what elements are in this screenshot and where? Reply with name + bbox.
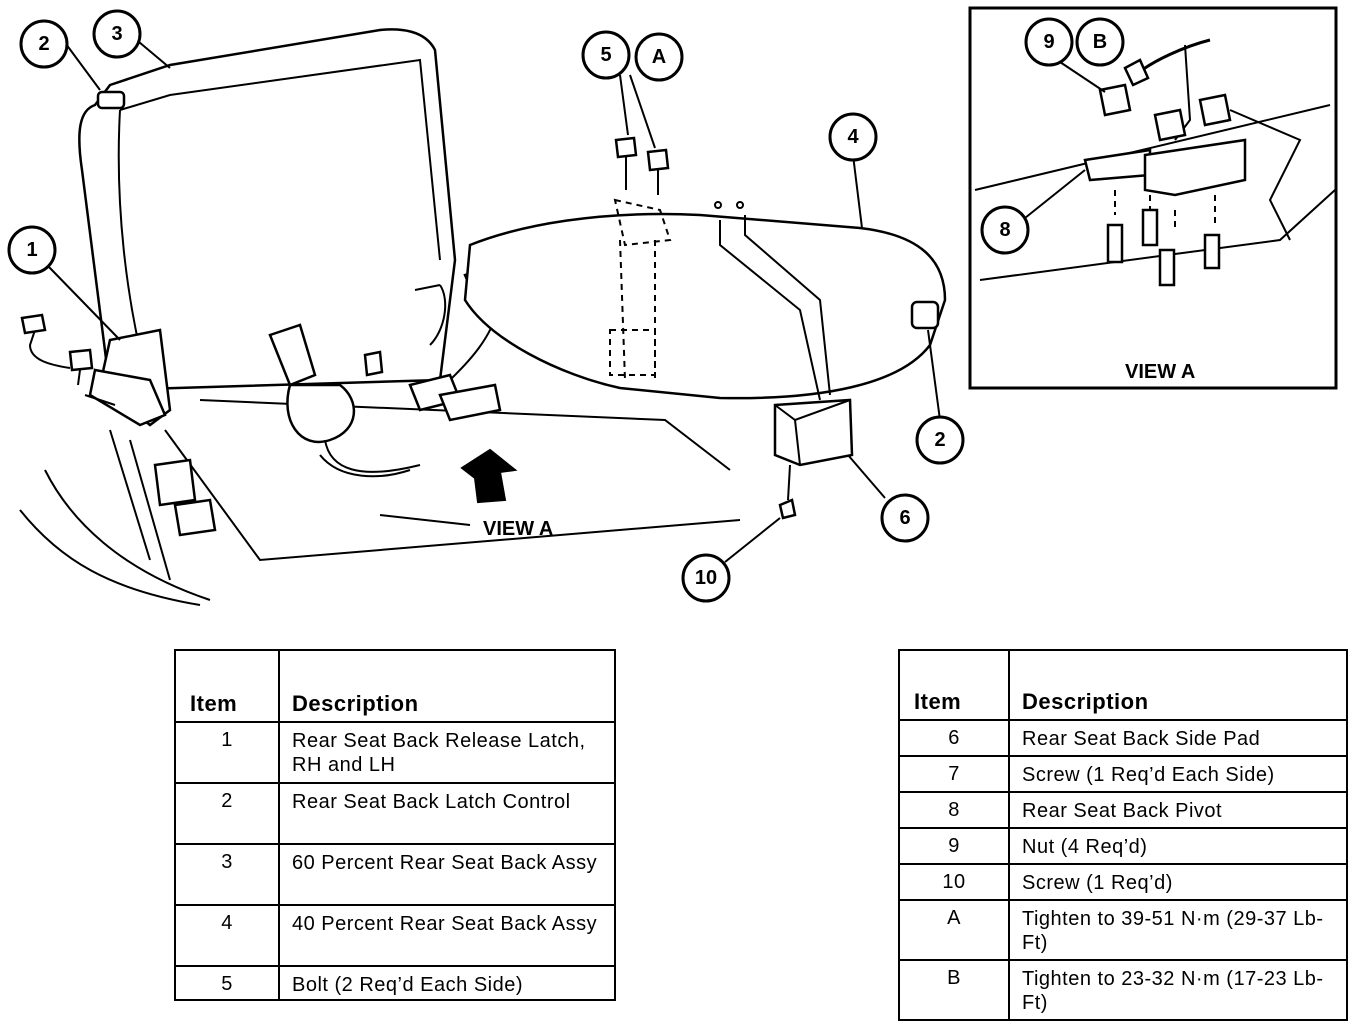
svg-text:5: 5 <box>600 44 611 66</box>
inset-view-a <box>968 6 1338 390</box>
row-item: 8 <box>898 791 1010 829</box>
row-description: Tighten to 39-51 N·m (29-37 Lb-Ft) <box>1008 899 1348 961</box>
table-row: 6 Rear Seat Back Side Pad <box>898 719 1348 757</box>
callout-10: 10 <box>681 553 731 603</box>
row-item: 6 <box>898 719 1010 757</box>
table-row: A Tighten to 39-51 N·m (29-37 Lb-Ft) <box>898 899 1348 961</box>
row-item: 5 <box>174 965 280 1001</box>
leader-lines <box>47 41 941 563</box>
row-description: Bolt (2 Req’d Each Side) <box>278 965 616 1001</box>
svg-text:3: 3 <box>111 23 122 45</box>
table-row: 2 Rear Seat Back Latch Control <box>174 782 616 845</box>
row-description: 40 Percent Rear Seat Back Assy <box>278 904 616 967</box>
table-row: 3 60 Percent Rear Seat Back Assy <box>174 843 616 906</box>
floor-outline <box>19 399 741 606</box>
row-description: 60 Percent Rear Seat Back Assy <box>278 843 616 906</box>
view-a-arrow <box>460 448 518 504</box>
row-item: 3 <box>174 843 280 906</box>
seat-back-40-percent <box>463 198 947 401</box>
row-item: 1 <box>174 721 280 784</box>
table-row: 10 Screw (1 Req’d) <box>898 863 1348 901</box>
callout-5: 5 <box>581 30 631 80</box>
latch-control-icon-right <box>910 300 940 330</box>
callout-9: 9 <box>1024 17 1074 67</box>
svg-text:2: 2 <box>38 33 49 55</box>
callout-1: 1 <box>7 225 57 275</box>
table-row: 8 Rear Seat Back Pivot <box>898 791 1348 829</box>
row-description: Screw (1 Req’d Each Side) <box>1008 755 1348 793</box>
header-item: Item <box>174 649 280 723</box>
row-description: Rear Seat Back Pivot <box>1008 791 1348 829</box>
svg-text:A: A <box>652 46 666 68</box>
table-row: 1 Rear Seat Back Release Latch, RH and L… <box>174 721 616 784</box>
header-description: Description <box>278 649 616 723</box>
svg-text:9: 9 <box>1043 31 1054 53</box>
callout-8: 8 <box>980 205 1030 255</box>
svg-text:4: 4 <box>847 126 859 148</box>
svg-text:8: 8 <box>999 219 1010 241</box>
svg-text:2: 2 <box>934 429 945 451</box>
latch-control-icon <box>96 90 126 110</box>
table-row: 4 40 Percent Rear Seat Back Assy <box>174 904 616 967</box>
view-a-label-main: VIEW A <box>483 518 553 540</box>
seat-assembly-diagram: VIEW A 2 3 1 5 A 4 <box>7 6 1338 606</box>
svg-text:10: 10 <box>695 567 717 589</box>
row-item: 9 <box>898 827 1010 865</box>
row-item: 7 <box>898 755 1010 793</box>
svg-text:1: 1 <box>26 239 37 261</box>
bolts-item-5 <box>614 74 744 209</box>
table-row: 9 Nut (4 Req’d) <box>898 827 1348 865</box>
callout-a: A <box>634 32 684 82</box>
legend-table-left: Item Description 1 Rear Seat Back Releas… <box>174 649 616 1001</box>
release-latch-bracket <box>20 313 217 537</box>
view-a-label-inset: VIEW A <box>1125 361 1195 383</box>
svg-text:6: 6 <box>899 507 910 529</box>
row-description: Rear Seat Back Release Latch, RH and LH <box>278 721 616 784</box>
svg-text:B: B <box>1093 31 1107 53</box>
row-description: Tighten to 23-32 N·m (17-23 Lb-Ft) <box>1008 959 1348 1021</box>
row-item: 10 <box>898 863 1010 901</box>
callout-3: 3 <box>92 9 142 59</box>
callout-4: 4 <box>828 112 878 162</box>
row-item: 2 <box>174 782 280 845</box>
callout-2-top: 2 <box>19 19 69 69</box>
table-row: 5 Bolt (2 Req’d Each Side) <box>174 965 616 1001</box>
legend-table-right: Item Description 6 Rear Seat Back Side P… <box>898 649 1348 1021</box>
callout-6: 6 <box>880 493 930 543</box>
header-description: Description <box>1008 649 1348 721</box>
header-item: Item <box>898 649 1010 721</box>
row-item: 4 <box>174 904 280 967</box>
side-pad <box>773 398 854 520</box>
callout-b: B <box>1075 17 1125 67</box>
table-row: B Tighten to 23-32 N·m (17-23 Lb-Ft) <box>898 959 1348 1021</box>
callout-2-right: 2 <box>915 415 965 465</box>
row-description: Nut (4 Req’d) <box>1008 827 1348 865</box>
row-description: Screw (1 Req’d) <box>1008 863 1348 901</box>
row-item: B <box>898 959 1010 1021</box>
row-item: A <box>898 899 1010 961</box>
row-description: Rear Seat Back Latch Control <box>278 782 616 845</box>
table-row: 7 Screw (1 Req’d Each Side) <box>898 755 1348 793</box>
row-description: Rear Seat Back Side Pad <box>1008 719 1348 757</box>
